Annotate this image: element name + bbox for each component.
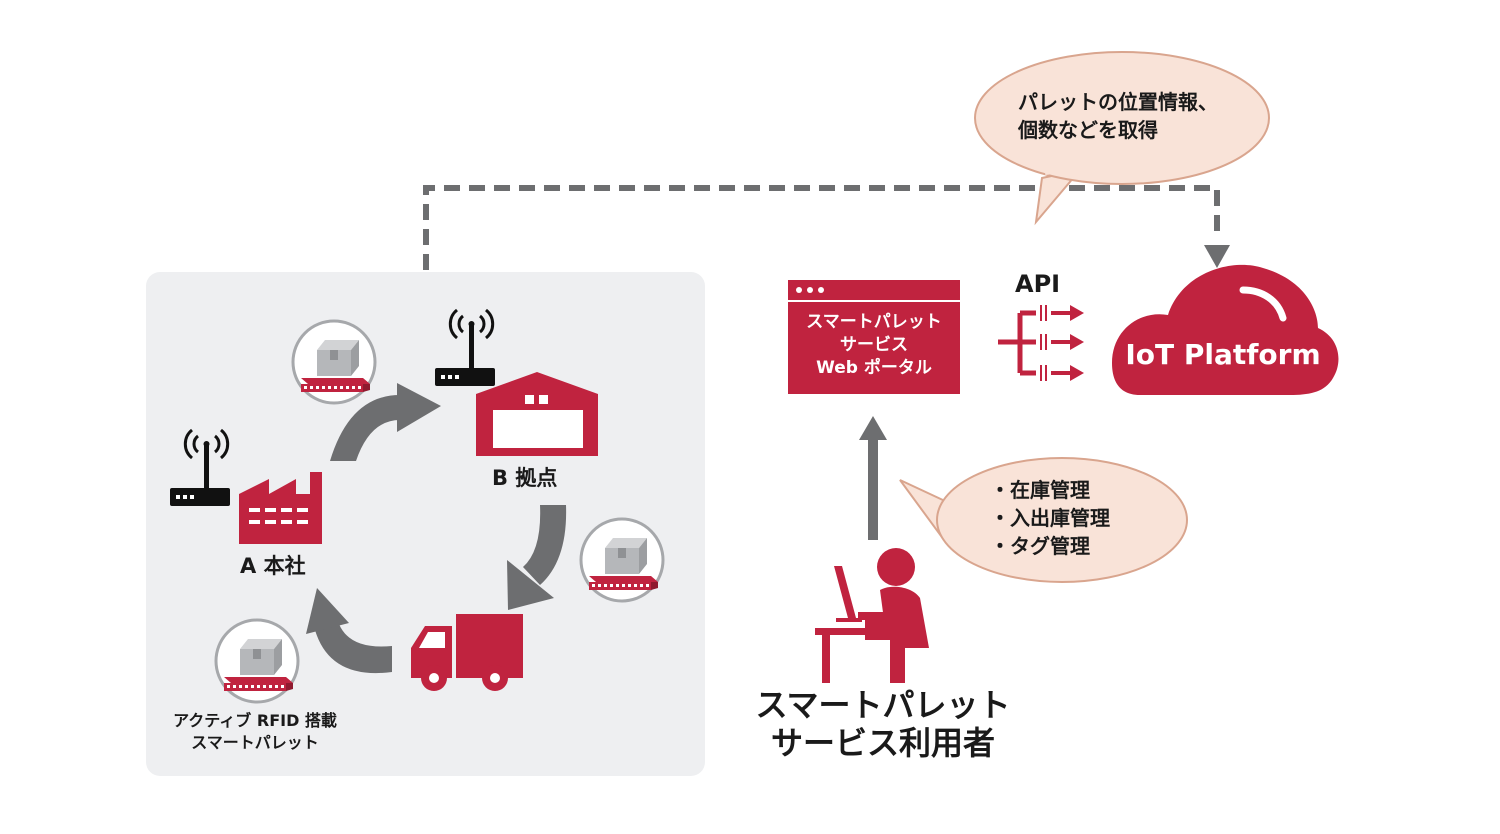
cloud-label: IoT Platform bbox=[1125, 338, 1321, 371]
data-flow-arrowhead bbox=[1204, 245, 1230, 268]
wifi-router-icon bbox=[168, 428, 232, 508]
portal-label-line1: スマートパレット bbox=[806, 312, 942, 332]
cycle-arrows bbox=[306, 383, 567, 674]
top-bubble-text: パレットの位置情報、 個数などを取得 bbox=[1018, 88, 1218, 144]
hq-label: A 本社 bbox=[240, 554, 306, 578]
pallet-caption-line1: アクティブ RFID 搭載 bbox=[173, 711, 337, 730]
pallet-caption-line2: スマートパレット bbox=[191, 733, 319, 752]
portal-label-line3: Web ポータル bbox=[816, 358, 932, 378]
user-label-line1: スマートパレット bbox=[755, 686, 1011, 724]
api-label: API bbox=[1015, 270, 1061, 298]
portal-label: スマートパレット サービス Web ポータル bbox=[788, 311, 960, 380]
wifi-router-icon bbox=[433, 308, 497, 388]
user-speech-bubble bbox=[899, 457, 1188, 583]
factory-icon bbox=[239, 472, 322, 544]
portal-label-line2: サービス bbox=[840, 335, 908, 355]
warehouse-icon bbox=[476, 372, 598, 456]
user-bubble-item: ・入出庫管理 bbox=[990, 506, 1110, 530]
api-connector-icon bbox=[998, 305, 1084, 381]
user-bubble-item: ・在庫管理 bbox=[990, 478, 1090, 502]
user-at-computer-icon bbox=[815, 548, 929, 683]
top-bubble-line1: パレットの位置情報、 bbox=[1018, 90, 1218, 114]
top-bubble-line2: 個数などを取得 bbox=[1018, 118, 1158, 142]
user-bubble-text: ・在庫管理 ・入出庫管理 ・タグ管理 bbox=[990, 476, 1110, 560]
pallet-box-icon bbox=[214, 618, 300, 704]
pallet-box-icon bbox=[579, 517, 665, 603]
user-label: スマートパレット サービス利用者 bbox=[738, 686, 1028, 762]
user-to-portal-arrow bbox=[859, 416, 887, 540]
user-bubble-item: ・タグ管理 bbox=[990, 534, 1090, 558]
cloud-icon bbox=[1112, 264, 1339, 395]
truck-icon bbox=[411, 614, 523, 691]
user-label-line2: サービス利用者 bbox=[770, 724, 995, 762]
base-label: B 拠点 bbox=[492, 466, 558, 490]
pallet-box-icon bbox=[291, 319, 377, 405]
pallet-caption: アクティブ RFID 搭載 スマートパレット bbox=[155, 710, 355, 754]
web-portal-window bbox=[788, 280, 960, 394]
data-flow-dashed-line bbox=[423, 185, 1220, 270]
top-speech-bubble bbox=[974, 51, 1270, 226]
